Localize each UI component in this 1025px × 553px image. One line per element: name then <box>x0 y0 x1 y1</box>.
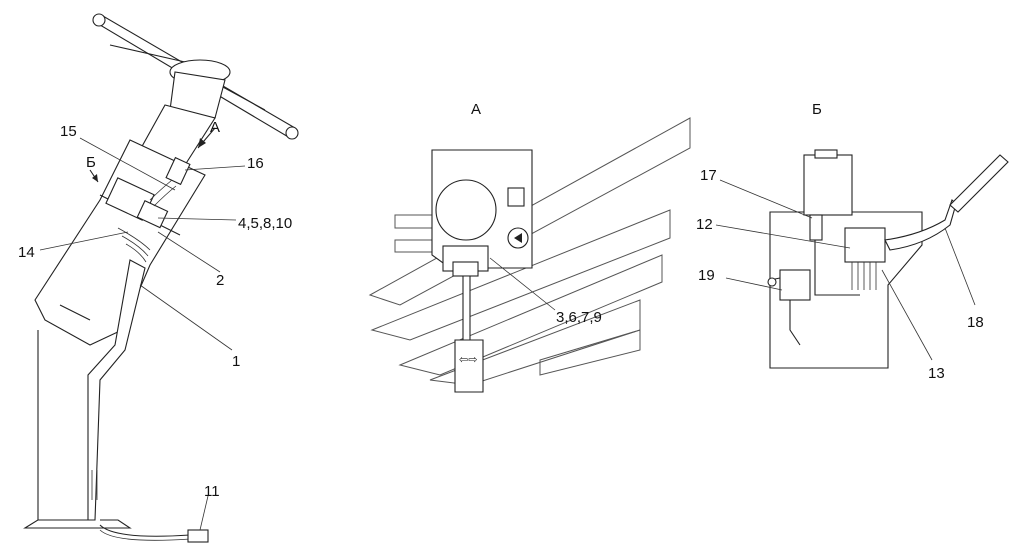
label-3-6-7-9: 3,6,7,9 <box>556 309 602 326</box>
switch-small <box>507 187 525 207</box>
switch-block <box>105 156 191 263</box>
leader-lines-main <box>39 137 246 531</box>
label-18: 18 <box>967 314 984 331</box>
label-13: 13 <box>928 365 945 382</box>
label-14: 14 <box>18 244 35 261</box>
label-2: 2 <box>216 272 224 289</box>
label-19: 19 <box>698 267 715 284</box>
label-1: 1 <box>232 353 240 370</box>
label-17: 17 <box>700 167 717 184</box>
view-a: ⇦⇨ <box>368 117 691 393</box>
steering-column-assembly <box>23 13 299 543</box>
steering-wheel <box>92 13 299 140</box>
stalk-handle <box>454 339 484 393</box>
callout-a-label: А <box>210 119 220 136</box>
wire-harness <box>99 524 191 537</box>
view-b <box>767 149 1009 369</box>
block-19 <box>779 269 811 301</box>
label-12: 12 <box>696 216 713 233</box>
label-15: 15 <box>60 123 77 140</box>
lever-rod <box>87 259 146 521</box>
callout-b-label: Б <box>86 154 96 171</box>
lever-18-grip <box>949 154 1009 213</box>
connector-11 <box>187 529 209 543</box>
view-b-title: Б <box>812 101 822 118</box>
base-plate <box>23 330 132 529</box>
label-11: 11 <box>204 483 220 500</box>
label-16: 16 <box>247 155 264 172</box>
round-window <box>435 179 497 241</box>
leader-lines-b <box>715 179 976 361</box>
arrows-glyph: ⇦⇨ <box>459 353 477 366</box>
column-housing <box>34 139 206 346</box>
block-12 <box>844 227 886 263</box>
view-a-title: А <box>471 101 481 118</box>
stalk <box>462 275 471 341</box>
top-box <box>803 154 853 216</box>
label-4-5-8-10: 4,5,8,10 <box>238 215 292 232</box>
